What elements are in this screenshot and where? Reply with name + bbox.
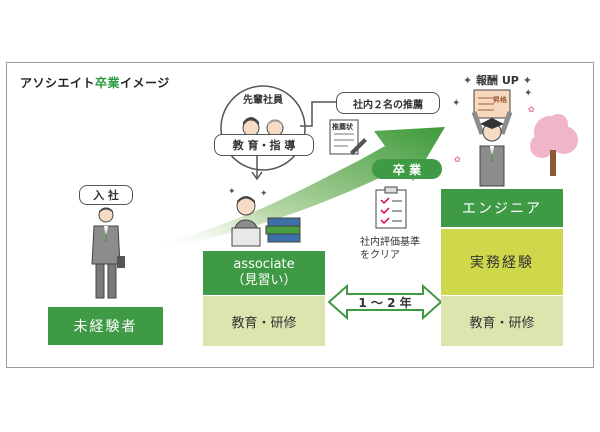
criteria-text: 社内評価基準 をクリア	[360, 237, 420, 261]
recommend-tag: 社内２名の推薦	[336, 92, 440, 114]
svg-text:✿: ✿	[454, 155, 461, 164]
svg-text:✦: ✦	[452, 98, 460, 109]
associate-training: 教育・研修	[203, 296, 325, 346]
engineer-celebration: ✦ ✦ ✿ ✿	[452, 88, 578, 187]
seniors-label: 先輩社員	[243, 95, 283, 106]
engineer-experience: 実務経験	[441, 229, 563, 295]
svg-text:✦: ✦	[228, 187, 236, 197]
associate-person: ✦ ✦	[228, 187, 301, 247]
promotion-doc-label: 昇格	[493, 96, 507, 104]
join-tag: 入 社	[79, 185, 133, 205]
svg-text:✦: ✦	[524, 88, 532, 99]
engineer-training: 教育・研修	[441, 296, 563, 346]
diagram-title: アソシエイト卒業イメージ	[20, 76, 170, 90]
period-label: 1 ～ 2 年	[358, 296, 412, 310]
recommend-letter-icon	[329, 119, 367, 155]
svg-text:✦: ✦	[260, 189, 268, 199]
down-arrow-icon	[251, 156, 263, 181]
reward-label: ✦ 報酬 UP ✦	[463, 74, 532, 87]
stage-associate: associate （見習い）	[203, 251, 325, 295]
recommend-connector	[300, 101, 336, 127]
checklist-icon	[375, 186, 407, 229]
stage-engineer: エンジニア	[441, 189, 563, 227]
guidance-tag: 教 育・指 導	[214, 134, 314, 156]
graduation-tag: 卒 業	[372, 159, 442, 179]
svg-text:✿: ✿	[528, 105, 535, 114]
recommend-letter-label: 推薦状	[332, 123, 353, 131]
stage-inexperienced: 未経験者	[48, 307, 163, 345]
newcomer-person	[91, 207, 125, 299]
